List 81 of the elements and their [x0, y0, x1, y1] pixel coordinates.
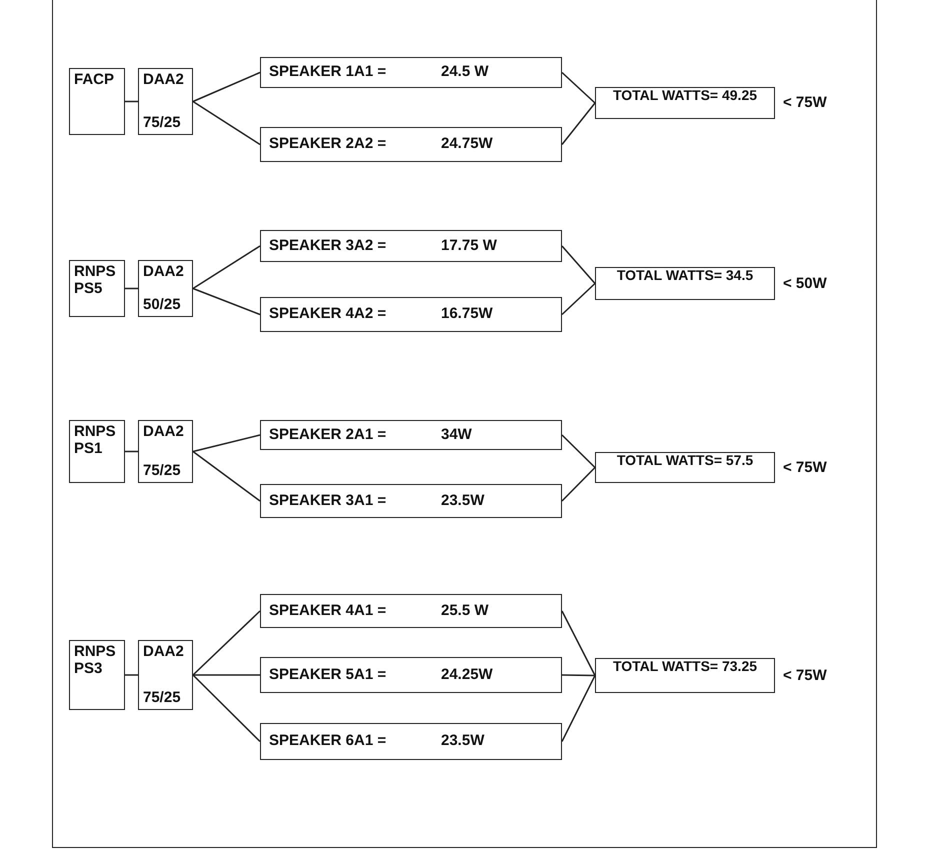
connector-line: [125, 288, 138, 290]
wattage-text: 24.25W: [441, 666, 494, 684]
limit-text: < 50W: [783, 274, 827, 292]
box-text: DAA2: [143, 72, 184, 88]
wattage-text: 23.5W: [441, 492, 486, 510]
connector-line: [125, 100, 138, 102]
limit-text: < 75W: [783, 458, 827, 476]
connector-line: [561, 466, 596, 502]
connector-line: [562, 674, 596, 676]
wattage-text: 23.5W: [441, 733, 486, 750]
connector-line: [192, 674, 261, 742]
speaker-box: [260, 297, 562, 332]
connector-line: [561, 282, 596, 316]
connector-line: [561, 102, 596, 145]
connector-line: [561, 246, 596, 284]
box-text: DAA2: [143, 424, 184, 440]
connector-line: [192, 434, 260, 452]
speaker-box: [260, 484, 562, 518]
speaker-box: [260, 723, 562, 760]
source-box: [69, 68, 125, 135]
connector-line: [125, 450, 138, 452]
connector-line: [192, 72, 260, 102]
wattage-text: 34W: [441, 426, 473, 444]
speaker-box: [260, 594, 562, 628]
box-text: TOTAL WATTS= 57.5: [616, 453, 754, 468]
connector-line: [561, 610, 596, 676]
box-text: RNPS PS3: [74, 644, 117, 677]
box-text: 75/25: [143, 690, 181, 706]
wattage-text: 24.75W: [441, 136, 494, 153]
box-text: 75/25: [143, 114, 181, 131]
box-text: TOTAL WATTS= 49.25: [612, 88, 758, 104]
wattage-text: 25.5 W: [441, 602, 490, 620]
connector-line: [561, 675, 596, 742]
box-text: TOTAL WATTS= 34.5: [616, 268, 754, 284]
speaker-box: [260, 127, 562, 162]
speaker-label: SPEAKER 3A1 =: [269, 492, 386, 510]
box-text: DAA2: [143, 264, 184, 280]
connector-line: [562, 72, 596, 104]
module-box: [138, 260, 193, 317]
speaker-label: SPEAKER 5A1 =: [269, 666, 386, 684]
speaker-box: [260, 57, 562, 88]
connector-line: [125, 674, 138, 676]
speaker-box: [260, 420, 562, 450]
connector-line: [192, 288, 260, 316]
total-box: [595, 87, 775, 119]
limit-text: < 75W: [783, 94, 827, 111]
speaker-label: SPEAKER 6A1 =: [269, 733, 386, 750]
box-text: TOTAL WATTS= 73.25: [612, 659, 758, 674]
source-box: [69, 260, 125, 317]
box-text: DAA2: [143, 644, 184, 660]
total-box: [595, 452, 775, 483]
connector-line: [192, 450, 260, 502]
box-text: RNPS PS1: [74, 424, 117, 457]
wattage-text: 16.75W: [441, 306, 494, 323]
speaker-label: SPEAKER 4A2 =: [269, 306, 386, 323]
connector-line: [193, 674, 260, 676]
box-text: FACP: [74, 72, 114, 88]
module-box: [138, 420, 193, 483]
source-box: [69, 640, 125, 710]
connector-line: [192, 245, 260, 290]
connector-line: [192, 610, 261, 676]
source-box: [69, 420, 125, 483]
box-text: 50/25: [143, 296, 181, 313]
wattage-text: 24.5 W: [441, 64, 490, 81]
wattage-text: 17.75 W: [441, 238, 498, 254]
speaker-box: [260, 657, 562, 693]
connector-line: [192, 100, 260, 146]
speaker-box: [260, 230, 562, 262]
speaker-label: SPEAKER 4A1 =: [269, 602, 386, 620]
box-text: 75/25: [143, 462, 181, 479]
limit-text: < 75W: [783, 666, 827, 684]
module-box: [138, 68, 193, 135]
box-text: RNPS PS5: [74, 264, 117, 297]
total-box: [595, 658, 775, 693]
connector-line: [561, 434, 596, 468]
speaker-label: SPEAKER 2A2 =: [269, 136, 386, 153]
speaker-label: SPEAKER 2A1 =: [269, 426, 386, 444]
speaker-label: SPEAKER 3A2 =: [269, 238, 386, 254]
speaker-label: SPEAKER 1A1 =: [269, 64, 386, 81]
total-box: [595, 267, 775, 300]
module-box: [138, 640, 193, 710]
